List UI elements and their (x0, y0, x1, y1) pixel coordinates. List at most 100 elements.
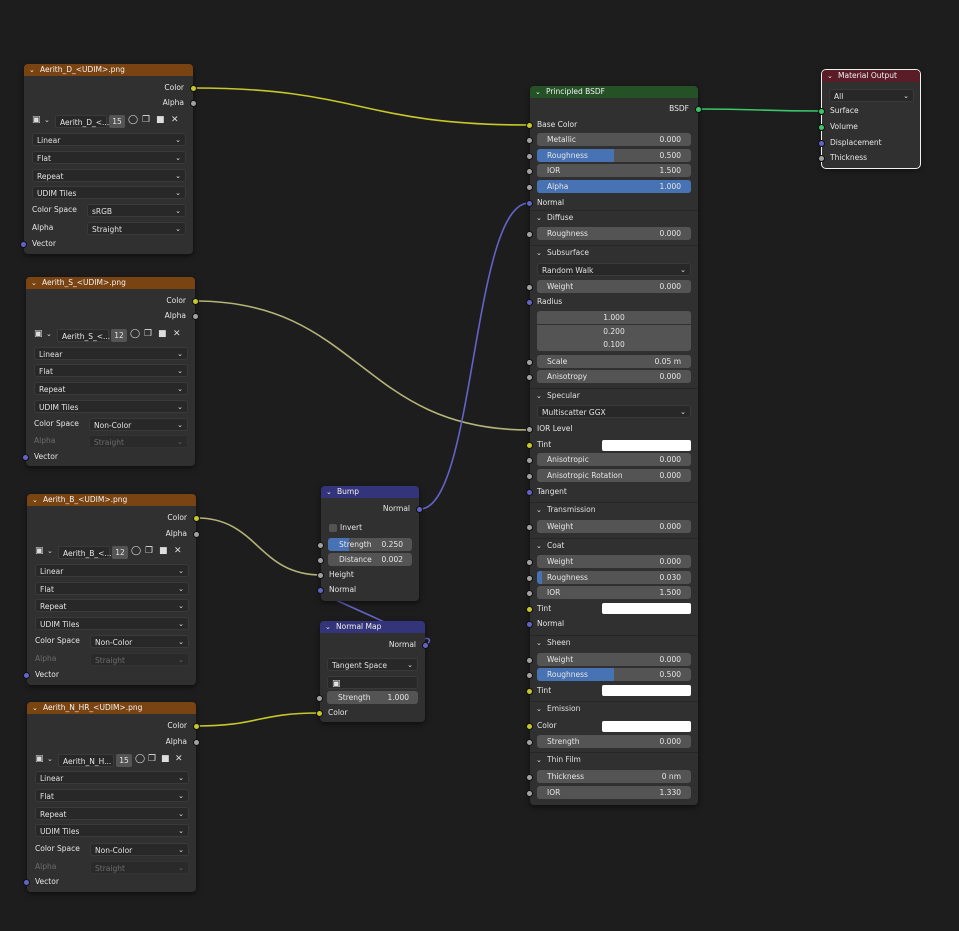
input-color-socket[interactable] (316, 710, 323, 717)
input-specular-tint-socket[interactable] (526, 442, 533, 449)
radius-x-field[interactable]: 1.000 (537, 311, 691, 324)
collapse-icon[interactable]: ⌄ (29, 66, 35, 74)
emission-strength-field[interactable]: Strength 0.000 (537, 735, 691, 748)
roughness-field[interactable]: Roughness 0.500 (537, 149, 691, 162)
color-space-dropdown[interactable]: sRGB⌄ (87, 204, 186, 217)
source-dropdown[interactable]: UDIM Tiles⌄ (34, 400, 188, 413)
image-browse-icon[interactable]: ▣ (34, 329, 43, 339)
input-displacement-socket[interactable] (818, 140, 825, 147)
image-browse-icon[interactable]: ▣ (32, 115, 41, 125)
input-vector-socket[interactable] (23, 879, 30, 886)
node-header[interactable]: ⌄Normal Map (320, 621, 425, 633)
image-selector[interactable]: ▣ ⌄ Aerith_S_<... 12 ◯ ❐ ■ ✕ (34, 329, 188, 342)
coat-tint-swatch[interactable] (602, 603, 691, 614)
image-name-field[interactable]: Aerith_B_<... (58, 546, 112, 559)
image-name-field[interactable]: Aerith_D_<... (55, 115, 109, 128)
target-dropdown[interactable]: All⌄ (829, 89, 914, 102)
input-volume-socket[interactable] (818, 124, 825, 131)
image-name-field[interactable]: Aerith_S_<... (57, 329, 110, 342)
collapse-icon[interactable]: ⌄ (32, 704, 38, 712)
chevron-down-icon[interactable]: ⌄ (47, 755, 53, 763)
interpolation-dropdown[interactable]: Linear⌄ (32, 133, 186, 146)
image-texture-node-b[interactable]: ⌄Aerith_B_<UDIM>.png Color Alpha ▣ ⌄ Aer… (23, 494, 200, 685)
image-texture-node-s[interactable]: ⌄Aerith_S_<UDIM>.png Color Alpha ▣ ⌄ Aer… (22, 277, 199, 466)
input-transmission-weight-socket[interactable] (526, 524, 533, 531)
anisotropic-rotation-field[interactable]: Anisotropic Rotation 0.000 (537, 469, 691, 482)
node-header[interactable]: ⌄Material Output (822, 70, 920, 82)
input-vector-socket[interactable] (23, 672, 30, 679)
thin-film-thickness-field[interactable]: Thickness 0 nm (537, 770, 691, 783)
input-vector-socket[interactable] (22, 454, 29, 461)
extension-dropdown[interactable]: Repeat⌄ (35, 807, 189, 820)
projection-dropdown[interactable]: Flat⌄ (34, 364, 188, 377)
panel-transmission[interactable]: ⌄Transmission (530, 502, 698, 517)
input-emission-strength-socket[interactable] (526, 739, 533, 746)
extension-dropdown[interactable]: Repeat⌄ (34, 382, 188, 395)
coat-ior-field[interactable]: IOR 1.500 (537, 586, 691, 599)
coat-weight-field[interactable]: Weight 0.000 (537, 555, 691, 568)
image-browse-icon[interactable]: ▣ (35, 546, 44, 556)
specular-tint-swatch[interactable] (602, 440, 691, 451)
input-coat-normal-socket[interactable] (526, 621, 533, 628)
unlink-close-icon[interactable]: ✕ (173, 329, 181, 339)
input-anisotropy-socket[interactable] (526, 374, 533, 381)
color-space-dropdown[interactable]: Non-Color⌄ (89, 418, 188, 431)
fake-user-shield-icon[interactable]: ◯ (135, 754, 146, 764)
image-users-count[interactable]: 15 (109, 115, 125, 128)
input-roughness-socket[interactable] (526, 153, 533, 160)
fake-user-shield-icon[interactable]: ◯ (131, 546, 142, 556)
unlink-close-icon[interactable]: ✕ (175, 754, 183, 764)
ior-field[interactable]: IOR 1.500 (537, 164, 691, 177)
input-sheen-tint-socket[interactable] (526, 688, 533, 695)
duplicate-icon[interactable]: ❐ (144, 329, 153, 339)
output-alpha-socket[interactable] (192, 313, 199, 320)
input-thin-film-ior-socket[interactable] (526, 790, 533, 797)
fake-user-shield-icon[interactable]: ◯ (130, 329, 141, 339)
collapse-icon[interactable]: ⌄ (31, 279, 37, 287)
input-thickness-socket[interactable] (818, 155, 825, 162)
interpolation-dropdown[interactable]: Linear⌄ (34, 347, 188, 360)
input-height-socket[interactable] (317, 572, 324, 579)
input-coat-roughness-socket[interactable] (526, 575, 533, 582)
input-ior-socket[interactable] (526, 168, 533, 175)
input-ior-level-socket[interactable] (526, 426, 533, 433)
material-output-node[interactable]: ⌄Material Output All⌄ Surface Volume Dis… (818, 69, 921, 169)
image-selector[interactable]: ▣ ⌄ Aerith_N_H... 15 ◯ ❐ ■ ✕ (35, 754, 189, 767)
radius-y-field[interactable]: 0.200 (537, 325, 691, 338)
bump-node[interactable]: ⌄Bump Normal Invert Strength 0.250 Dista… (317, 486, 423, 601)
invert-checkbox[interactable] (329, 524, 337, 532)
open-folder-icon[interactable]: ■ (161, 754, 170, 764)
input-vector-socket[interactable] (20, 241, 27, 248)
source-dropdown[interactable]: UDIM Tiles⌄ (35, 824, 189, 837)
input-diffuse-roughness-socket[interactable] (526, 231, 533, 238)
source-dropdown[interactable]: UDIM Tiles⌄ (32, 186, 186, 199)
image-selector[interactable]: ▣ ⌄ Aerith_B_<... 12 ◯ ❐ ■ ✕ (35, 546, 189, 559)
input-tangent-socket[interactable] (526, 489, 533, 496)
duplicate-icon[interactable]: ❐ (142, 115, 151, 125)
node-header[interactable]: ⌄Aerith_S_<UDIM>.png (26, 277, 195, 289)
anisotropic-field[interactable]: Anisotropic 0.000 (537, 453, 691, 466)
distance-field[interactable]: Distance 0.002 (328, 553, 412, 566)
input-coat-ior-socket[interactable] (526, 590, 533, 597)
color-space-dropdown[interactable]: Non-Color⌄ (90, 843, 189, 856)
image-browse-icon[interactable]: ▣ (35, 754, 44, 764)
chevron-down-icon[interactable]: ⌄ (44, 116, 50, 124)
collapse-icon[interactable]: ⌄ (326, 488, 332, 496)
input-strength-socket[interactable] (316, 695, 323, 702)
principled-bsdf-node[interactable]: ⌄Principled BSDF BSDF Base Color Metalli… (526, 86, 702, 805)
source-dropdown[interactable]: UDIM Tiles⌄ (35, 617, 189, 630)
projection-dropdown[interactable]: Flat⌄ (35, 582, 189, 595)
open-folder-icon[interactable]: ■ (158, 329, 167, 339)
alpha-mode-dropdown[interactable]: Straight⌄ (87, 222, 186, 235)
image-selector[interactable]: ▣ ⌄ Aerith_D_<... 15 ◯ ❐ ■ ✕ (32, 115, 186, 128)
image-texture-node-n[interactable]: ⌄Aerith_N_HR_<UDIM>.png Color Alpha ▣ ⌄ … (23, 702, 200, 892)
coat-roughness-field[interactable]: Roughness 0.030 (537, 571, 691, 584)
interpolation-dropdown[interactable]: Linear⌄ (35, 564, 189, 577)
unlink-close-icon[interactable]: ✕ (174, 546, 182, 556)
output-color-socket[interactable] (192, 298, 199, 305)
subsurface-weight-field[interactable]: Weight 0.000 (537, 280, 691, 293)
panel-emission[interactable]: ⌄Emission (530, 701, 698, 716)
alpha-field[interactable]: Alpha 1.000 (537, 180, 691, 193)
output-bsdf-socket[interactable] (695, 106, 702, 113)
node-header[interactable]: ⌄Aerith_B_<UDIM>.png (27, 494, 196, 506)
